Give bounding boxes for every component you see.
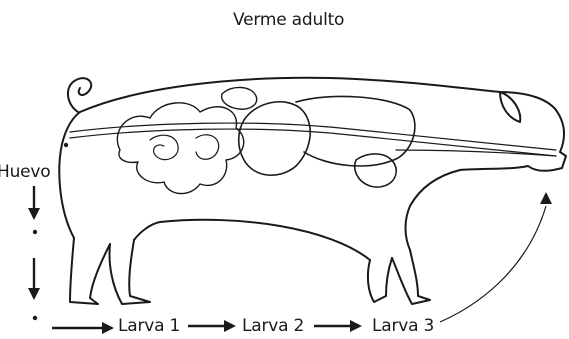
arrow-larva3-to-mouth-head <box>540 192 552 204</box>
label-egg: Huevo <box>0 162 50 182</box>
label-larva-1: Larva 1 <box>118 316 180 336</box>
intestine-loops <box>117 103 243 194</box>
arrow-down-2-head <box>28 288 40 300</box>
pig-front-leg-2 <box>368 258 392 302</box>
egg-dot-2 <box>33 230 37 234</box>
pig-belly-outline <box>134 220 370 260</box>
pig-ear <box>500 92 520 122</box>
label-larva-2: Larva 2 <box>242 316 304 336</box>
pig-hind-leg <box>110 240 151 304</box>
egg-dot-3 <box>33 316 37 320</box>
stomach <box>239 102 310 175</box>
label-larva-3: Larva 3 <box>372 316 434 336</box>
pig-chest-outline <box>406 170 461 250</box>
arrow-larva2-to-larva3-head <box>350 320 362 332</box>
arrow-egg-to-larva1-head <box>102 322 114 334</box>
intestine-coil-2 <box>196 135 219 159</box>
pig-tail <box>68 78 91 112</box>
pig-front-leg <box>392 250 430 304</box>
intestine-line-2 <box>70 123 556 150</box>
heart <box>355 154 396 187</box>
arrow-down-1-head <box>28 208 40 220</box>
arrow-larva3-to-mouth <box>440 206 546 322</box>
pig-hind-leg-2 <box>70 238 110 304</box>
kidney <box>222 87 257 109</box>
intestine-coil <box>150 135 178 159</box>
arrow-larva1-to-larva2-head <box>224 320 236 332</box>
pig-back-outline <box>80 78 556 112</box>
title-adult-worm: Verme adulto <box>233 10 344 30</box>
egg-dot <box>64 143 68 147</box>
